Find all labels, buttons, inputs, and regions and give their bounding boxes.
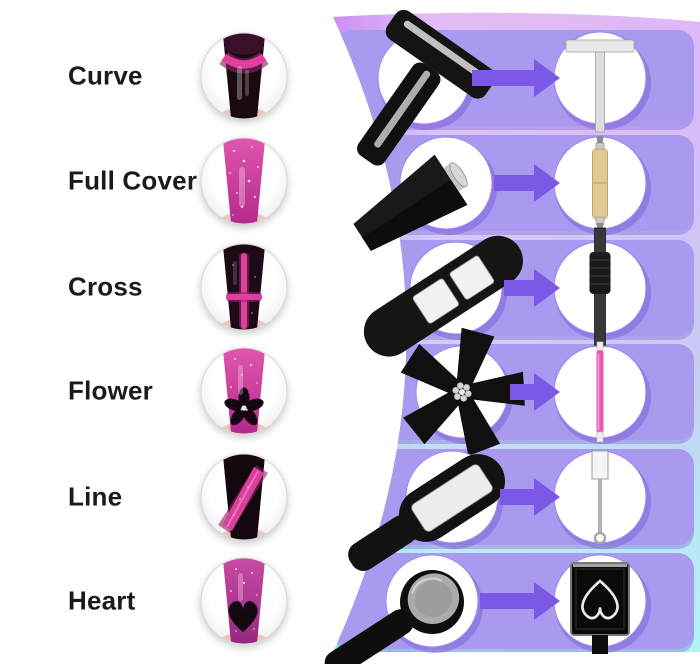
cone-magnet-head-icon [353, 154, 468, 251]
t-bar-magnet-head-icon [357, 9, 496, 166]
row-label-full-cover: Full Cover [68, 165, 198, 196]
heart-outline-icon [581, 579, 619, 620]
dual-window-magnet-head-icon [363, 235, 523, 357]
tool-row-heart [324, 554, 651, 664]
arrow-icon [510, 373, 560, 411]
heart-plate-magnet-tool-icon [570, 562, 630, 654]
nail-sample-heart [200, 557, 288, 645]
arrow-icon [472, 59, 560, 97]
tool-row-curve [357, 9, 651, 166]
gold-double-ended-magnet-pen-icon [592, 136, 608, 232]
pink-magnet-pen-icon [596, 341, 604, 443]
tool-row-flower [400, 327, 651, 456]
rectangle-window-magnet-head-icon [348, 454, 505, 571]
five-spoke-flower-magnet-head-icon [400, 327, 525, 456]
nail-sample-line [200, 453, 288, 541]
arrow-icon [500, 478, 560, 516]
row-label-heart: Heart [68, 585, 136, 616]
nail-sample-flower [200, 347, 288, 435]
tool-row-line [348, 450, 651, 571]
row-label-curve: Curve [68, 60, 143, 91]
round-disc-magnet-head-icon [324, 570, 464, 664]
row-label-line: Line [68, 481, 123, 512]
nail-sample-full-cover [200, 137, 288, 225]
arrow-icon [504, 269, 560, 307]
flower-art [224, 387, 264, 426]
tool-row-full-cover [353, 136, 651, 251]
heart-art [228, 601, 258, 632]
nail-sample-curve [200, 32, 288, 120]
tool-row-cross [363, 227, 651, 357]
row-label-flower: Flower [68, 375, 153, 406]
row-label-cross: Cross [68, 271, 143, 302]
t-bar-magnet-tool-icon [565, 39, 635, 133]
thin-rod-magnet-tool-icon [591, 450, 609, 545]
arrow-icon [480, 582, 560, 620]
nail-sample-cross [200, 243, 288, 331]
arrow-icon [494, 164, 560, 202]
